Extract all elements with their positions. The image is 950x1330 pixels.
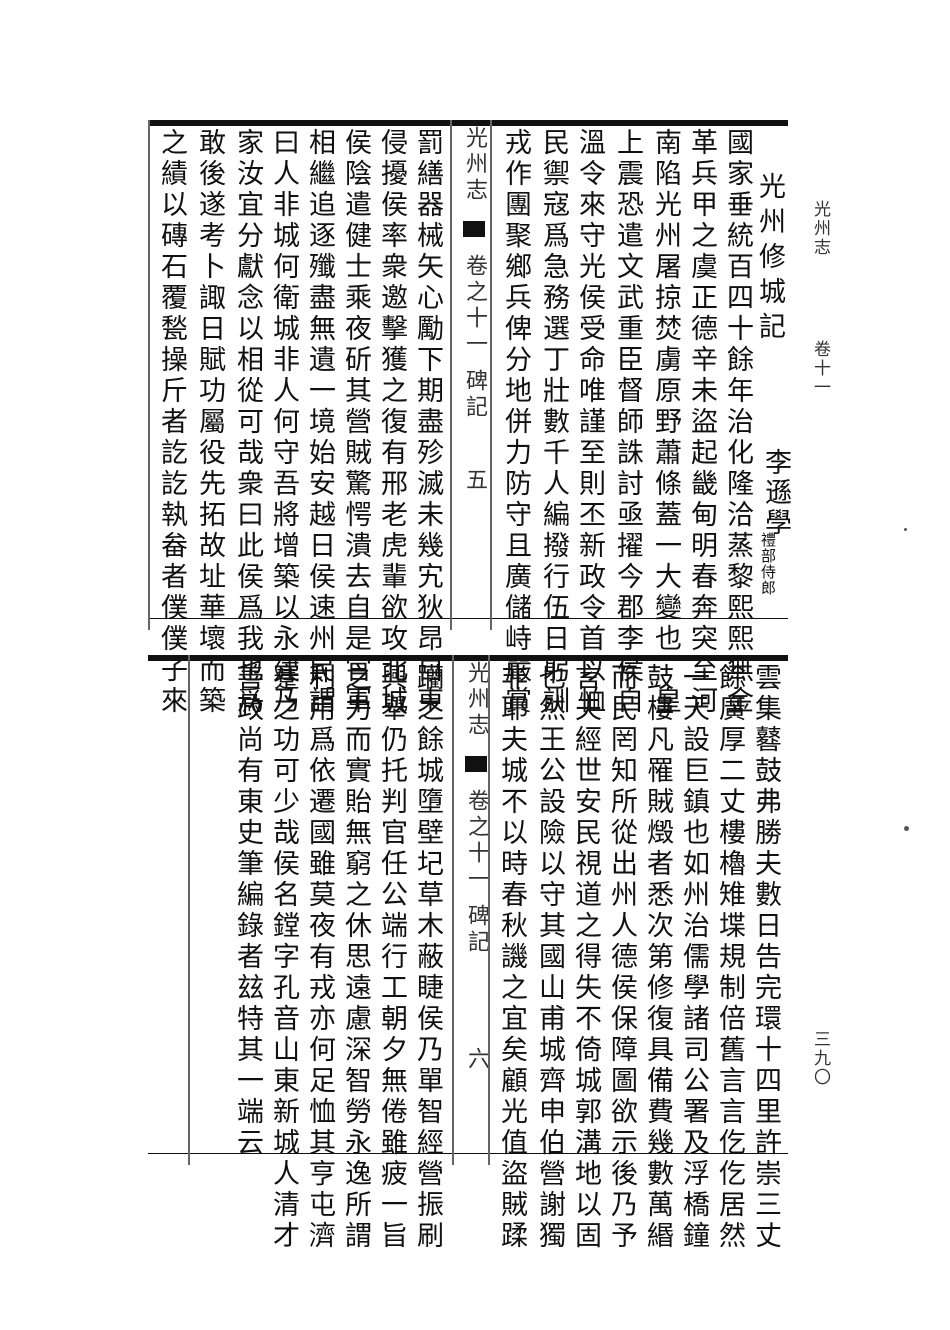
text-column: 鼓樓凡罹賊燬者悉次第修復具備費幾數萬緡 xyxy=(642,663,673,1252)
text-column: 非耶夫城不以時春秋譏之宜矣顧光值盜賊蹂 xyxy=(496,663,527,1252)
fold-rule-right xyxy=(490,120,492,630)
text-column: 家汝宜分獻念以相從可哉衆曰此侯爲我也爲 xyxy=(232,128,263,717)
center-fold-band: 光州志 卷之十一 碑記 六 xyxy=(460,661,492,1073)
left-border-rule xyxy=(148,120,150,630)
scan-speck xyxy=(904,528,907,531)
text-column: 躪之餘城墮壁圮草木蔽睫侯乃單智經營振刷 xyxy=(412,663,443,1252)
fishtail-mark xyxy=(465,756,487,772)
text-column: 也然王公設險以守其國山甫城齊申伯營謝獨 xyxy=(534,663,565,1252)
text-column: 言夫經世安民視道之得失不倚城郭溝地以固 xyxy=(570,663,601,1252)
author-name: 李遜學 xyxy=(760,448,791,538)
text-column: 一天設巨鎮也如州治儒學諸司公署及浮橋鐘 xyxy=(678,663,709,1252)
fold-rule-right xyxy=(488,655,490,1165)
bottom-leaf: 雲集鼛鼓弗勝夫數日告完環十四里許崇三丈 餘廣厚二丈樓櫓雉堞規制倍舊言言仡仡居然 … xyxy=(148,655,788,1252)
text-column: 國家垂統百四十餘年治化隆洽蒸黎熙熙無金 xyxy=(722,128,753,717)
text-column: 之力而實貽無窮之休思遠慮深智勞永逸所謂 xyxy=(340,663,371,1252)
text-column: 南陷光州屠掠焚虜原野蕭條蓋一大變也 皇 xyxy=(650,128,681,717)
band-section: 碑記 xyxy=(464,904,489,956)
text-column: 雲集鼛鼓弗勝夫數日告完環十四里許崇三丈 xyxy=(750,663,781,1252)
text-column: 相繼追逐殲盡無遺一境始安越日侯速州民謂 xyxy=(304,128,335,717)
band-book-title: 光州志 xyxy=(462,126,487,204)
fishtail-mark xyxy=(463,221,485,237)
band-juan: 卷之十一 xyxy=(464,789,489,893)
text-column: 革兵甲之虞正德辛未盜起畿甸明春奔突至河 xyxy=(686,128,717,717)
text-column: 利用爲依遷國雖莫夜有戎亦何足恤其亨屯濟 xyxy=(304,663,335,1252)
text-column: 而民罔知所從出州人德侯保障圖欲示後乃予 xyxy=(606,663,637,1252)
band-book-title: 光州志 xyxy=(464,661,489,739)
text-column: 上震恐遣文武重臣督師誅討亟擢今郡李侯自 xyxy=(612,128,643,717)
top-border-rule xyxy=(148,655,788,661)
page-number: 三九〇 xyxy=(810,1030,830,1087)
fold-rule-left xyxy=(452,655,454,1165)
book-title-margin: 光州志 xyxy=(810,200,830,257)
top-leaf: 光州修城記 李遜學 禮部侍郎 國家垂統百四十餘年治化隆洽蒸黎熙熙無金 革兵甲之虞… xyxy=(148,120,791,717)
text-column: 蹇之功可少哉侯名鏜字孔音山東新城人清才 xyxy=(268,663,299,1252)
text-column: 善政尚有東史筆編錄者玆特其一端云 xyxy=(232,663,263,1159)
text-column: 溫令來守光侯受命唯謹至則丕新政令首以恤 xyxy=(574,128,605,717)
text-column: 民禦寇爲急務選丁壯數千人編撥行伍日躬訓 xyxy=(538,128,569,717)
band-section: 碑記 xyxy=(462,369,487,421)
text-column: 罰繕器械矢心勵下期盡殄滅未幾宄狄昂自東 xyxy=(412,128,443,717)
text-column: 餘廣厚二丈樓櫓雉堞規制倍舊言言仡仡居然 xyxy=(714,663,745,1252)
text-column: 戎作團聚鄉兵俾分地併力防守且廣儲峙嚴賞 xyxy=(500,128,531,717)
text-column: 曰人非城何衛城非人何守吾將增築以永建乃 xyxy=(268,128,299,717)
text-column: 興舉仍托判官任公端行工朝夕無倦雖疲一旨 xyxy=(376,663,407,1252)
author-title-note: 禮部侍郎 xyxy=(759,532,777,596)
text-column: 敢後遂考卜諏日賦功屬役先拓故址華壞而築 xyxy=(194,128,225,717)
volume-margin: 卷十一 xyxy=(810,340,830,397)
text-column: 侯陰遣健士乘夜斫其營賊驚愕潰去自是官軍 xyxy=(340,128,371,717)
bottom-border-rule xyxy=(148,1153,788,1154)
band-juan: 卷之十一 xyxy=(462,254,487,358)
scan-speck xyxy=(904,826,909,831)
bottom-border-rule xyxy=(148,618,788,619)
text-column: 之績以磚石覆甃操斤者訖訖執畚者僕僕子來 xyxy=(156,128,187,717)
band-leaf-number: 五 xyxy=(462,468,487,494)
band-leaf-number: 六 xyxy=(464,1047,489,1073)
top-border-rule xyxy=(148,120,788,126)
essay-title: 光州修城記 xyxy=(754,172,785,347)
fold-rule-left xyxy=(450,120,452,630)
left-border-rule xyxy=(188,655,190,1165)
text-column: 侵擾侯率衆邀擊獲之復有邢老虎輩欲攻北城 xyxy=(376,128,407,717)
center-fold-band: 光州志 卷之十一 碑記 五 xyxy=(458,126,490,494)
